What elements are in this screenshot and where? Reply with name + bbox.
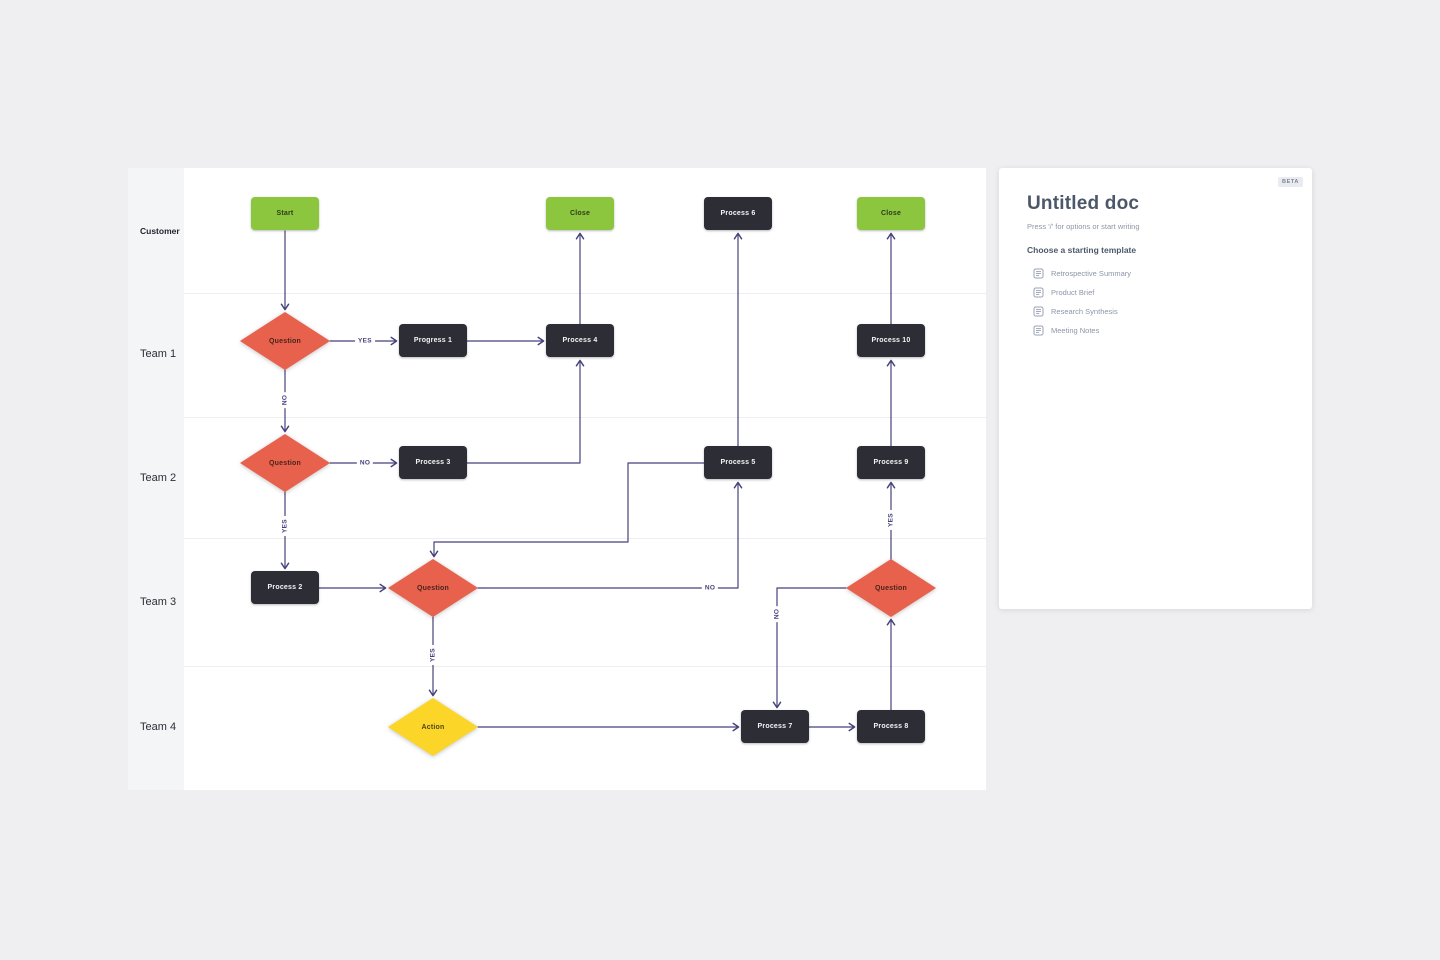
lane-divider [184, 538, 986, 539]
node-start[interactable]: Start [251, 197, 319, 230]
node-label: Start [276, 210, 294, 217]
edge-label-no: NO [280, 391, 290, 409]
template-item-label: Retrospective Summary [1051, 269, 1132, 278]
question-diamond-4[interactable]: Question [846, 559, 936, 617]
document-icon [1033, 325, 1044, 336]
edge-label-yes: YES [428, 645, 438, 665]
node-label: Action [421, 723, 445, 731]
node-label: Question [269, 459, 301, 467]
template-item-product-brief[interactable]: Product Brief [1033, 283, 1312, 302]
template-section-title: Choose a starting template [1027, 245, 1137, 255]
doc-panel[interactable]: BETA Untitled doc Press '/' for options … [999, 168, 1312, 609]
node-process-5[interactable]: Process 5 [704, 446, 772, 479]
swimlane-label-column [128, 168, 184, 790]
node-label: Process 5 [720, 459, 756, 466]
node-process-4[interactable]: Process 4 [546, 324, 614, 357]
template-item-label: Product Brief [1051, 288, 1095, 297]
node-label: Question [269, 337, 301, 345]
doc-hint: Press '/' for options or start writing [1027, 222, 1140, 231]
template-list: Retrospective Summary Product Brief Rese… [1033, 264, 1312, 340]
node-label: Process 4 [562, 337, 598, 344]
node-label: Process 8 [873, 723, 909, 730]
template-item-research-synthesis[interactable]: Research Synthesis [1033, 302, 1312, 321]
node-process-10[interactable]: Process 10 [857, 324, 925, 357]
node-label: Process 2 [267, 584, 303, 591]
whiteboard-canvas[interactable]: Customer Team 1 Team 2 Team 3 Team 4 [128, 168, 986, 790]
beta-badge: BETA [1278, 177, 1303, 187]
edge-label-yes: YES [355, 336, 375, 346]
node-close-1[interactable]: Close [546, 197, 614, 230]
template-item-meeting-notes[interactable]: Meeting Notes [1033, 321, 1312, 340]
node-label: Question [417, 584, 449, 592]
node-progress-1[interactable]: Progress 1 [399, 324, 467, 357]
node-process-3[interactable]: Process 3 [399, 446, 467, 479]
lane-divider [184, 666, 986, 667]
lane-divider [184, 417, 986, 418]
swimlane-label-team-4[interactable]: Team 4 [140, 721, 177, 733]
doc-title[interactable]: Untitled doc [1027, 193, 1140, 214]
swimlane-label-team-1[interactable]: Team 1 [140, 348, 177, 360]
question-diamond-3[interactable]: Question [388, 559, 478, 617]
node-label: Process 9 [873, 459, 909, 466]
action-diamond[interactable]: Action [388, 698, 478, 756]
edge-label-no: NO [356, 458, 374, 468]
node-close-2[interactable]: Close [857, 197, 925, 230]
node-label: Progress 1 [413, 337, 453, 344]
node-process-2[interactable]: Process 2 [251, 571, 319, 604]
question-diamond-1[interactable]: Question [240, 312, 330, 370]
node-process-8[interactable]: Process 8 [857, 710, 925, 743]
node-label: Process 10 [871, 337, 911, 344]
node-process-7[interactable]: Process 7 [741, 710, 809, 743]
node-label: Process 7 [757, 723, 793, 730]
node-process-6[interactable]: Process 6 [704, 197, 772, 230]
template-item-label: Meeting Notes [1051, 326, 1100, 335]
edge-label-yes: YES [886, 510, 896, 530]
edge-label-no: NO [701, 583, 719, 593]
node-label: Question [875, 584, 907, 592]
document-icon [1033, 268, 1044, 279]
document-icon [1033, 287, 1044, 298]
node-label: Process 6 [720, 210, 756, 217]
edge-label-no: NO [772, 605, 782, 623]
node-process-9[interactable]: Process 9 [857, 446, 925, 479]
node-label: Close [880, 210, 902, 217]
swimlane-label-customer[interactable]: Customer [140, 226, 180, 236]
document-icon [1033, 306, 1044, 317]
template-item-label: Research Synthesis [1051, 307, 1118, 316]
edge-label-yes: YES [280, 516, 290, 536]
swimlane-label-team-2[interactable]: Team 2 [140, 472, 177, 484]
node-label: Process 3 [415, 459, 451, 466]
template-item-retrospective-summary[interactable]: Retrospective Summary [1033, 264, 1312, 283]
lane-divider [184, 293, 986, 294]
node-label: Close [569, 210, 591, 217]
swimlane-label-team-3[interactable]: Team 3 [140, 596, 177, 608]
question-diamond-2[interactable]: Question [240, 434, 330, 492]
